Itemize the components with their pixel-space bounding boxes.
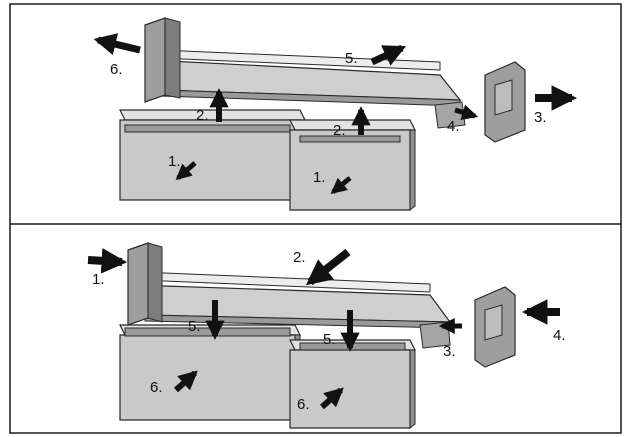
left-bracket bbox=[144, 17, 181, 103]
shelf-plate bbox=[149, 49, 462, 107]
top-step-2b-label: 2. bbox=[333, 122, 346, 139]
right-end-cap-bottom bbox=[474, 286, 516, 368]
bottom-panel: 1. 2. 5. 5. 6. 6. 3. 4. bbox=[87, 242, 566, 430]
left-drawer bbox=[119, 109, 306, 202]
arrow-step-1a bbox=[175, 161, 197, 181]
right-end-cap bbox=[484, 61, 526, 143]
top-step-2a-label: 2. bbox=[196, 107, 209, 124]
arrow-step-1 bbox=[87, 248, 128, 274]
right-drawer-bottom bbox=[289, 339, 416, 430]
arrow-step-4 bbox=[454, 104, 479, 120]
arrow-step-2 bbox=[305, 248, 351, 286]
top-step-1a-label: 1. bbox=[168, 153, 181, 170]
left-bracket-bottom bbox=[127, 242, 163, 326]
top-step-5-label: 5. bbox=[345, 50, 358, 67]
top-step-1b-label: 1. bbox=[313, 169, 326, 186]
arrow-step-1b bbox=[330, 176, 352, 195]
top-panel: 6. 5. 2. 2. 1. 1. 4. 3. bbox=[93, 17, 578, 212]
bottom-step-5b-label: 5. bbox=[323, 331, 336, 348]
bottom-step-2-label: 2. bbox=[293, 249, 306, 266]
bottom-step-5a-label: 5. bbox=[188, 318, 201, 335]
right-drawer bbox=[289, 119, 416, 212]
bottom-step-6a-label: 6. bbox=[150, 379, 163, 396]
left-drawer-bottom bbox=[119, 324, 301, 422]
top-step-3-label: 3. bbox=[534, 109, 547, 126]
top-step-6-label: 6. bbox=[110, 61, 123, 78]
bottom-step-6b-label: 6. bbox=[297, 396, 310, 413]
bottom-step-4-label: 4. bbox=[553, 327, 566, 344]
bottom-step-3-label: 3. bbox=[443, 343, 456, 360]
bottom-step-1-label: 1. bbox=[92, 271, 105, 288]
top-step-4-label: 4. bbox=[447, 118, 460, 135]
shelf-plate-bottom bbox=[134, 271, 452, 329]
arrow-step-6 bbox=[93, 33, 141, 56]
outer-frame bbox=[9, 3, 622, 434]
arrow-step-6b bbox=[319, 387, 344, 410]
arrow-step-6a bbox=[173, 370, 198, 393]
arrow-step-5 bbox=[370, 44, 407, 66]
